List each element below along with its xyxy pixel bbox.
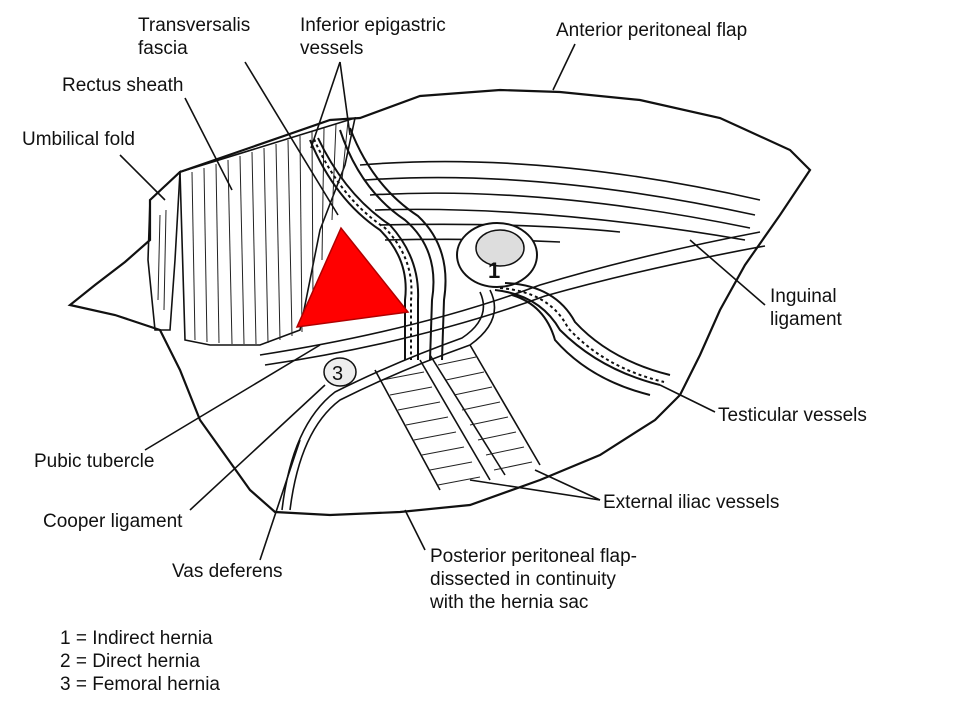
label-rectus-sheath: Rectus sheath <box>62 75 183 96</box>
legend-item-direct: 2 = Direct hernia <box>60 651 200 672</box>
femoral-hernia-ring <box>323 357 357 387</box>
label-pubic-tubercle: Pubic tubercle <box>34 451 154 472</box>
direct-hernia-triangle <box>295 226 410 328</box>
rectus-sheath-hatching <box>191 120 349 345</box>
operative-field-outline <box>67 88 812 517</box>
inferior-epigastric-vessels-drawing <box>309 127 447 361</box>
inguinal-ligament <box>259 231 766 366</box>
vas-deferens-inner <box>281 291 485 511</box>
legend-item-indirect: 1 = Indirect hernia <box>60 628 213 649</box>
label-transversalis-fascia: Transversalis fascia <box>138 15 256 59</box>
label-testicular-vessels: Testicular vessels <box>718 405 867 426</box>
label-anterior-peritoneal-flap: Anterior peritoneal flap <box>556 20 747 41</box>
umbilical-fold-hatching <box>157 209 167 311</box>
testicular-vessels-drawing <box>494 282 671 396</box>
marker-indirect: 1 <box>488 258 500 283</box>
label-inferior-epigastric-vessels: Inferior epigastric vessels <box>300 15 451 59</box>
vas-deferens-drawing <box>289 289 496 511</box>
label-posterior-peritoneal-flap: Posterior peritoneal flap- dissected in … <box>429 546 642 613</box>
label-inguinal-ligament: Inguinal ligament <box>770 286 843 330</box>
external-iliac-vessels-drawing <box>374 344 541 491</box>
legend-item-femoral: 3 = Femoral hernia <box>60 674 220 695</box>
leader-lines <box>119 43 766 561</box>
label-vas-deferens: Vas deferens <box>172 561 283 582</box>
label-umbilical-fold: Umbilical fold <box>22 129 135 150</box>
marker-femoral: 3 <box>332 363 343 385</box>
indirect-hernia-ring <box>456 222 538 288</box>
label-external-iliac-vessels: External iliac vessels <box>603 492 779 513</box>
label-cooper-ligament: Cooper ligament <box>43 511 183 532</box>
legend: 1 = Indirect hernia 2 = Direct hernia 3 … <box>60 628 220 695</box>
